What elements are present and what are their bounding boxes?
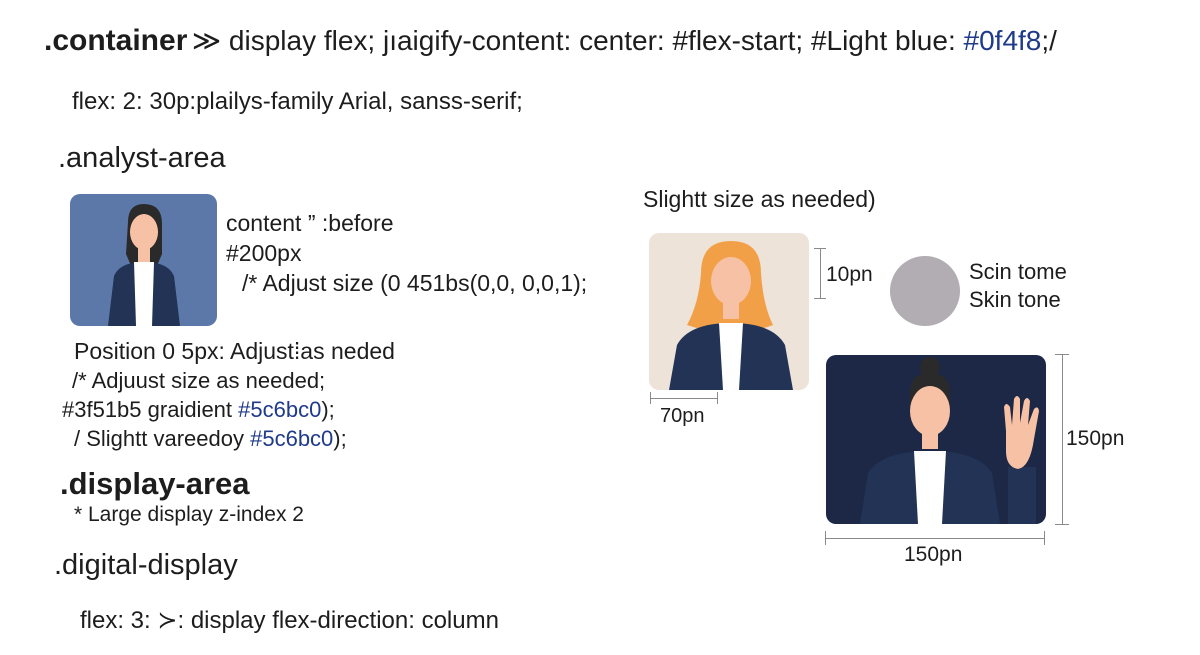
gradient-hex: #5c6bc0 [238,397,322,422]
dim-10-bracket [820,248,821,298]
chevron-separator: ≫ [191,25,222,56]
neck [138,246,150,262]
display-note: * Large display z-index 2 [74,503,304,526]
woman-waving-icon [826,355,1046,524]
face [910,386,950,436]
gradient-end: ); [321,397,335,422]
digital-display-line: flex: 3: ≻: display flex-direction: colu… [80,607,499,634]
shirt [914,451,946,524]
position-line-3: #3f51b5 graidient #5c6bc0); [62,397,335,422]
gradient-text: #3f51b5 graidient [62,397,239,422]
container-rule-end: ;/ [1041,25,1057,56]
size-caption: Slightt size as needed) [643,186,876,212]
face [711,257,751,305]
raised-arm [1008,467,1036,524]
dim-150h-bracket-right [1044,531,1045,545]
dim-10-bracket-bottom [814,298,826,299]
dim-150h-bracket [825,538,1045,539]
container-rule-text: display flex; jıaigify-content: center: … [221,25,964,56]
skin-tone-swatch [890,256,960,326]
face [130,214,158,250]
analyst-line-1: content ” :before [226,210,394,236]
shirt [134,262,154,326]
flex-rule-line: flex: 2: 30p:plailys-family Arial, sanss… [72,88,523,115]
variety-hex: #5c6bc0 [250,426,334,451]
analyst-area-heading: .analyst-area [58,142,226,174]
dim-10-label: 10pn [826,263,873,286]
digital-display-heading: .digital-display [54,549,238,581]
position-line-4: / Slightt vareedoy #5c6bc0); [74,426,347,451]
dim-150v-bracket [1062,354,1063,524]
dim-70-bracket [650,398,718,399]
position-line-1: Position 0 5px: Adjust⁞as neded [74,338,395,364]
skin-tone-label-2: Skin tone [969,287,1061,312]
dim-150v-bracket-bottom [1055,524,1069,525]
waving-hand [1004,396,1039,469]
position-line-2: /* Adjuust size as needed; [72,368,326,393]
dim-150-vertical-label: 150pn [1066,427,1125,450]
display-area-heading: .display-area [60,466,250,501]
dim-70-bracket-right [717,392,718,404]
analyst-avatar [70,194,217,326]
waving-avatar [826,355,1046,524]
skin-tone-label-1: Scin tome [969,259,1067,284]
woman-dark-hair-icon [70,194,217,326]
analyst-line-3: /* Adjust size (0 451bs(0,0, 0,0,1); [242,270,588,296]
light-blue-hex: #0f4f8 [963,25,1042,56]
variety-text: / Slightt vareedoy [74,426,251,451]
variety-end: ); [333,426,347,451]
container-rule-line: .container ≫ display flex; jıaigify-cont… [44,24,1057,59]
shirt [719,323,743,390]
container-selector: .container [44,24,188,57]
hair-bun [920,357,940,377]
analyst-line-2: #200px [226,240,302,266]
blonde-avatar [649,233,809,390]
dim-150-horizontal-label: 150pn [904,543,963,566]
woman-blonde-hair-icon [649,233,809,390]
dim-70-label: 70pn [660,405,705,427]
